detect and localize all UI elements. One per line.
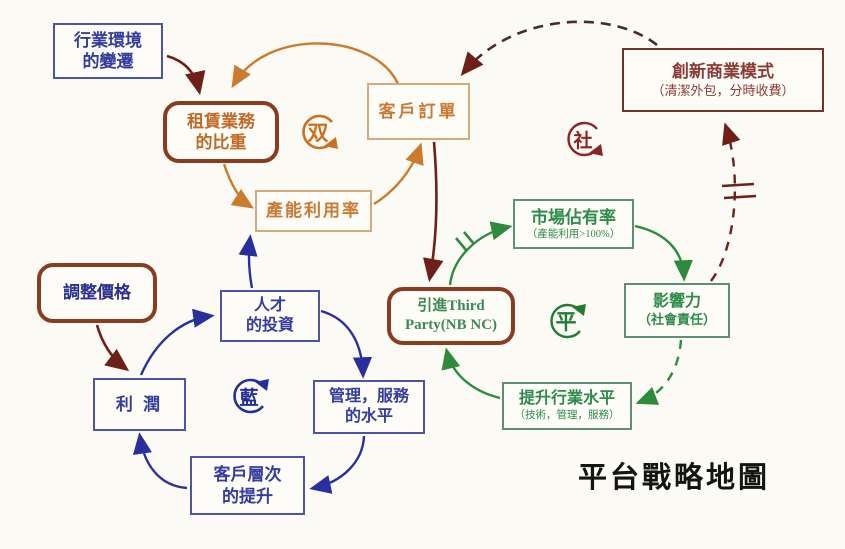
node-line: （社會責任）	[637, 312, 716, 328]
loop-label: 藍	[239, 387, 259, 409]
node-market-share: 市場佔有率 （產能利用>100%）	[513, 199, 634, 249]
node-industry-env: 行業環境 的變遷	[53, 23, 163, 79]
node-line: 客戶訂單	[378, 101, 459, 121]
node-line: 管理，服務	[328, 388, 409, 405]
edge-industry-env-to-rental-share	[166, 54, 206, 96]
edge-industry-level-to-third-party	[441, 347, 501, 400]
node-industry-level: 提升行業水平 （技術，管理，服務）	[502, 382, 632, 430]
node-line: 調整價格	[63, 283, 131, 303]
node-line: 影響力	[652, 293, 701, 311]
edge-talent-invest-to-mgmt-service	[320, 309, 373, 379]
loop-badge-ping: 平	[544, 299, 588, 343]
node-adjust-price: 調整價格	[37, 263, 157, 323]
edge-influence-to-innovation	[710, 122, 741, 282]
node-line: 引進Third	[417, 298, 485, 315]
node-line: 創新商業模式	[672, 62, 774, 82]
node-line: 的變遷	[82, 52, 134, 71]
edge-customer-tier-to-profit	[132, 432, 188, 490]
node-customer-tier: 客戶層次 的提升	[190, 456, 305, 515]
node-line: （產能利用>100%）	[526, 229, 621, 241]
node-capacity-util: 產能利用率	[255, 190, 372, 232]
node-line: 的比重	[195, 133, 247, 152]
node-line: 市場佔有率	[531, 207, 616, 227]
loop-badge-lan: 藍	[227, 374, 271, 418]
delay-mark-influence-innovation	[723, 194, 757, 200]
node-customer-orders: 客戶訂單	[367, 83, 470, 140]
node-talent-invest: 人才 的投資	[220, 290, 320, 342]
node-line: 的提升	[222, 486, 273, 506]
delay-mark-third-party-market-share	[463, 231, 475, 245]
edge-rental-share-to-capacity-util	[222, 163, 255, 209]
edge-adjust-price-to-profit	[95, 324, 130, 372]
node-line: 利 潤	[115, 394, 164, 414]
node-line: 客戶層次	[213, 465, 282, 485]
node-rental-share: 租賃業務 的比重	[163, 101, 279, 163]
edge-influence-to-industry-level	[635, 339, 683, 405]
loop-arrow-icon	[550, 303, 586, 339]
node-innovation: 創新商業模式 （清潔外包，分時收費）	[622, 48, 824, 112]
node-line: 的投資	[245, 317, 294, 334]
delay-mark-influence-innovation	[721, 182, 755, 188]
delay-mark-third-party-market-share	[455, 237, 467, 251]
edge-capacity-util-to-customer-orders	[373, 142, 424, 206]
page-title: 平台戰略地圖	[578, 462, 771, 494]
edge-market-share-to-influence	[634, 224, 693, 282]
edge-customer-orders-to-rental-share	[231, 42, 400, 89]
edge-mgmt-service-to-customer-tier	[309, 435, 366, 494]
node-third-party: 引進Third Party(NB NC)	[387, 287, 515, 345]
loop-arrow-icon	[567, 121, 603, 157]
loop-badge-shuang: 双	[296, 110, 340, 154]
edge-talent-invest-to-capacity-util	[238, 234, 258, 289]
loop-arrow-icon	[302, 114, 338, 150]
edge-customer-orders-to-third-party	[422, 141, 444, 283]
loop-arrow-icon	[233, 378, 269, 414]
node-line: 提升行業水平	[518, 390, 615, 408]
loop-label: 平	[555, 310, 577, 334]
node-line: Party(NB NC)	[404, 317, 498, 333]
node-line: （技術，管理，服務）	[514, 410, 620, 422]
node-line: （清潔外包，分時收費）	[651, 82, 795, 98]
loop-label: 双	[307, 121, 329, 145]
node-line: 產能利用率	[266, 201, 361, 221]
edge-innovation-to-customer-orders	[460, 20, 658, 77]
node-line: 的水平	[344, 408, 393, 425]
node-profit: 利 潤	[93, 378, 186, 431]
loop-badge-she: 社	[561, 117, 605, 161]
edge-profit-to-talent-invest	[139, 308, 215, 376]
loop-label: 社	[573, 130, 593, 152]
node-line: 行業環境	[74, 30, 142, 50]
node-mgmt-service: 管理，服務 的水平	[313, 380, 425, 434]
node-line: 人才	[253, 297, 286, 314]
node-influence: 影響力 （社會責任）	[624, 283, 730, 338]
node-line: 租賃業務	[187, 111, 255, 131]
edge-third-party-to-market-share	[448, 221, 513, 286]
